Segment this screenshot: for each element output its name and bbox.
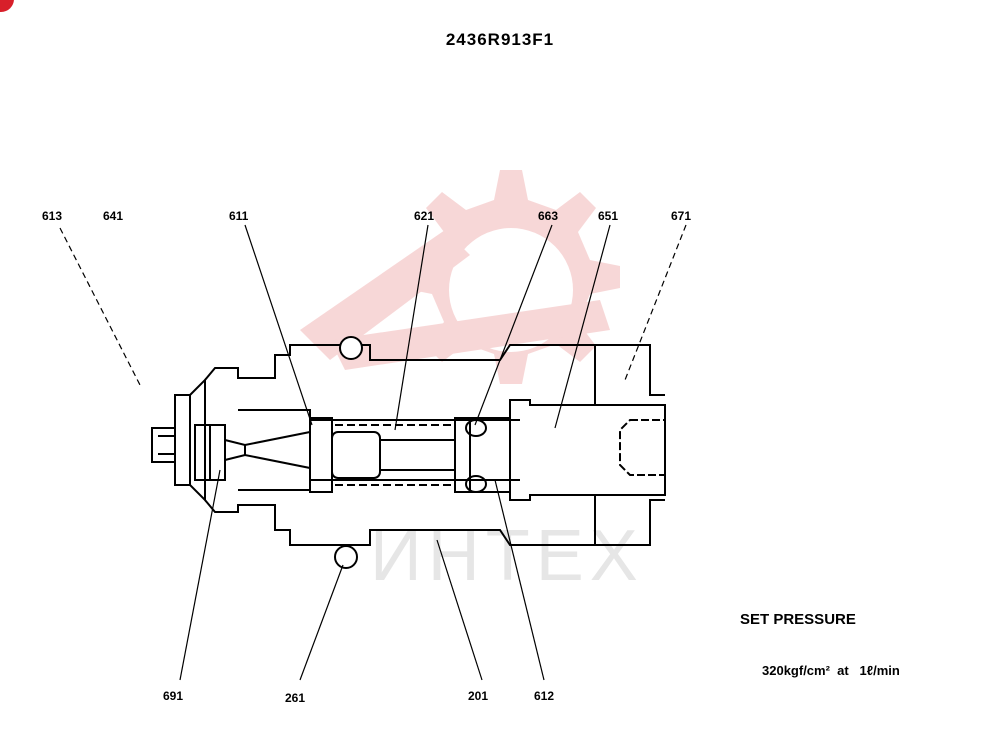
part-label-261: 261 — [285, 691, 305, 705]
part-label-671: 671 — [671, 209, 691, 223]
drawing-number: 2436R913F1 — [445, 30, 555, 49]
part-label-613: 613 — [42, 209, 62, 223]
part-label-621: 621 — [414, 209, 434, 223]
watermark-gear-logo — [300, 170, 620, 384]
part-label-691: 691 — [163, 689, 183, 703]
part-label-201: 201 — [468, 689, 488, 703]
part-label-612: 612 — [534, 689, 554, 703]
part-label-651: 651 — [598, 209, 618, 223]
part-label-611: 611 — [229, 209, 249, 223]
part-label-641: 641 — [103, 209, 123, 223]
part-labels: 613 641 611 621 663 651 671 691 261 201 … — [42, 209, 691, 705]
leader-lines — [59, 224, 687, 681]
set-pressure-label: SET PRESSURE — [740, 611, 856, 628]
set-pressure-value: 320kgf/cm² at 1ℓ/min — [762, 663, 900, 678]
part-label-663: 663 — [538, 209, 558, 223]
valve-body — [151, 336, 666, 569]
